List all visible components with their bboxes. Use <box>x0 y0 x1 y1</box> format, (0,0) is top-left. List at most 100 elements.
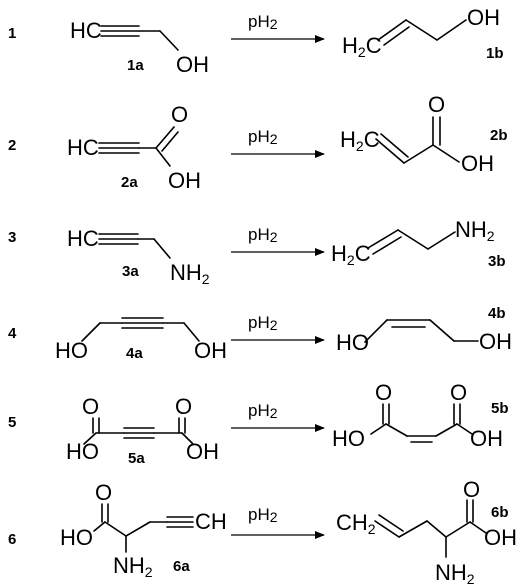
single-bond <box>436 19 467 41</box>
reaction-2: 2 HC O OH 2a pH2 H2C O OH <box>8 92 508 193</box>
reagent-label: pH2 <box>248 401 278 421</box>
product-2b: H2C O OH 2b <box>340 92 508 176</box>
atom-o: O <box>95 480 112 505</box>
atom-ho: HO <box>336 330 369 355</box>
double-bond <box>378 514 404 532</box>
double-bond <box>161 131 179 152</box>
atom-o: O <box>375 380 392 405</box>
compound-label: 2b <box>490 127 508 144</box>
single-bond <box>183 322 200 342</box>
atom-oh: OH <box>194 338 227 363</box>
reagent-label: pH2 <box>248 127 278 147</box>
atom-h2c: H2C <box>340 127 380 154</box>
reaction-6: 6 O HO NH2 CH 6a pH2 CH2 <box>8 477 517 587</box>
product-3b: H2C NH2 3b <box>331 217 506 270</box>
atom-oh: OH <box>176 52 209 77</box>
atom-oh: OH <box>479 329 512 354</box>
reaction-4: 4 HO OH 4a pH2 HO OH 4b <box>8 305 512 363</box>
reagent-label: pH2 <box>248 505 278 525</box>
product-1b: H2C OH 1b <box>342 5 504 62</box>
atom-o: O <box>463 477 480 502</box>
atom-o: O <box>82 394 99 419</box>
single-bond <box>385 423 408 437</box>
atom-h2c: H2C <box>331 241 371 268</box>
compound-label: 6a <box>173 558 190 575</box>
single-bond <box>405 19 438 41</box>
compound-label: 3b <box>488 253 506 270</box>
reaction-number: 5 <box>8 414 16 431</box>
atom-o: O <box>428 92 445 117</box>
reagent-label: pH2 <box>248 12 278 32</box>
product-4b: HO OH 4b <box>336 305 512 355</box>
atom-ch: CH <box>195 509 227 534</box>
compound-label: 2a <box>121 174 138 191</box>
single-bond <box>435 423 458 437</box>
atom-ho: HO <box>66 439 99 464</box>
atom-oh: OH <box>470 426 503 451</box>
atom-ho: HO <box>332 426 365 451</box>
atom-h2c: H2C <box>342 33 382 60</box>
single-bond <box>398 520 428 538</box>
single-bond <box>153 238 171 259</box>
single-bond <box>104 521 127 537</box>
atom-oh: OH <box>168 168 201 193</box>
atom-o: O <box>175 394 192 419</box>
atom-nh2: NH2 <box>113 553 153 580</box>
compound-label: 3a <box>122 263 139 280</box>
single-bond <box>83 432 97 445</box>
reaction-number: 6 <box>8 531 16 548</box>
compound-label: 6b <box>491 504 509 521</box>
reagent-label: pH2 <box>248 313 278 333</box>
atom-ho: HO <box>55 338 88 363</box>
atom-hc: HC <box>67 135 99 160</box>
single-bond <box>364 319 388 343</box>
double-bond <box>380 133 409 158</box>
atom-oh: OH <box>467 5 500 30</box>
single-bond <box>397 229 429 250</box>
double-bond <box>155 126 175 149</box>
atom-hc: HC <box>67 226 99 251</box>
single-bond <box>432 144 460 163</box>
reactant-2a: HC O OH 2a <box>67 102 201 193</box>
double-bond <box>377 19 407 41</box>
atom-nh2: NH2 <box>455 217 495 244</box>
reaction-number: 1 <box>8 25 16 42</box>
atom-nh2: NH2 <box>170 260 210 287</box>
single-bond <box>181 432 194 445</box>
reaction-number: 4 <box>8 325 17 342</box>
product-6b: CH2 NH2 O OH 6b <box>336 477 517 587</box>
single-bond <box>81 322 101 342</box>
single-bond <box>403 144 434 164</box>
compound-label: 1b <box>486 45 504 62</box>
double-bond <box>374 520 400 538</box>
atom-ho: HO <box>60 525 93 550</box>
atom-hc: HC <box>70 18 102 43</box>
single-bond <box>370 423 387 435</box>
atom-o: O <box>171 102 188 127</box>
compound-label: 4b <box>488 305 506 322</box>
atom-oh: OH <box>484 525 517 550</box>
atom-ch2: CH2 <box>336 510 376 537</box>
reaction-number: 3 <box>8 229 16 246</box>
single-bond <box>427 231 456 250</box>
reactant-1a: HC OH 1a <box>70 18 209 77</box>
single-bond <box>456 423 473 435</box>
product-5b: O HO O OH 5b <box>332 380 509 451</box>
single-bond <box>125 521 151 537</box>
single-bond <box>426 520 447 538</box>
double-bond <box>367 229 399 249</box>
reactant-4a: HO OH 4a <box>55 317 227 363</box>
reaction-3: 3 HC NH2 3a pH2 H2C NH2 3b <box>8 217 506 287</box>
atom-oh: OH <box>461 151 494 176</box>
compound-label: 5a <box>128 450 145 467</box>
single-bond <box>159 30 179 51</box>
single-bond <box>155 147 171 167</box>
compound-label: 1a <box>127 57 144 74</box>
reaction-1: 1 HC OH 1a pH2 H2C OH 1b <box>8 5 504 77</box>
single-bond <box>93 521 106 532</box>
reaction-5: 5 O HO O OH 5a pH2 O <box>8 380 509 467</box>
single-bond <box>445 521 471 538</box>
double-bond <box>375 138 405 164</box>
atom-o: O <box>450 380 467 405</box>
